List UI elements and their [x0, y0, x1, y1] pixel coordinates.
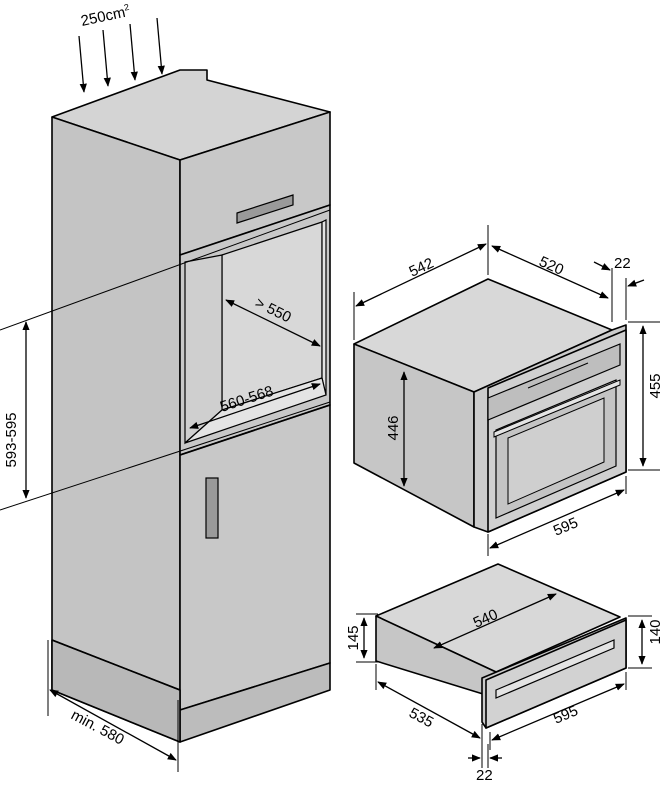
- warming-drawer: [375, 563, 627, 729]
- oven-depth-label: 542: [407, 255, 437, 281]
- oven-body-depth-label: 520: [536, 253, 566, 279]
- niche-height-label: 593-595: [3, 412, 20, 467]
- niche-inner-right: [321, 219, 327, 396]
- drawer-width-dimension: [491, 683, 625, 741]
- tall-cabinet: [51, 69, 331, 743]
- oven-body-height-label: 446: [385, 415, 402, 440]
- min-depth-dimension: [49, 689, 177, 761]
- drawer-front-thickness-label: 22: [476, 767, 493, 784]
- arrow-icon: [78, 35, 87, 93]
- arrow-icon: [102, 29, 111, 87]
- oven-width-dimension: [489, 489, 625, 549]
- oven-depth-dimension: [355, 243, 487, 307]
- drawer-handle: [236, 194, 294, 224]
- arrow-icon: [156, 17, 165, 75]
- oven-body-depth-dimension: [491, 245, 609, 299]
- door-handle: [205, 477, 219, 539]
- built-in-oven: [353, 278, 627, 533]
- niche-width-dimension: [189, 383, 321, 429]
- oven-front-thickness-label: 22: [614, 255, 631, 272]
- drawer-width-label: 595: [551, 702, 581, 727]
- drawer-body-depth-dimension: [377, 681, 481, 739]
- oven-height-label: 455: [647, 373, 660, 398]
- arrow-icon: [129, 23, 138, 81]
- drawer-body-depth-label: 535: [406, 705, 436, 732]
- drawer-depth-dimension: [433, 593, 557, 649]
- oven-front-thickness-dimension: [593, 261, 611, 271]
- niche-depth-dimension: [225, 299, 321, 347]
- ventilation-area-label: 250cm2: [79, 2, 132, 30]
- drawer-height-label: 140: [647, 619, 660, 644]
- drawer-body-height-label: 145: [345, 625, 362, 650]
- ventilation-arrows: [78, 17, 165, 93]
- oven-width-label: 595: [551, 514, 581, 539]
- cabinet-lower-door: [179, 404, 331, 711]
- oven-door-handle: [493, 379, 621, 438]
